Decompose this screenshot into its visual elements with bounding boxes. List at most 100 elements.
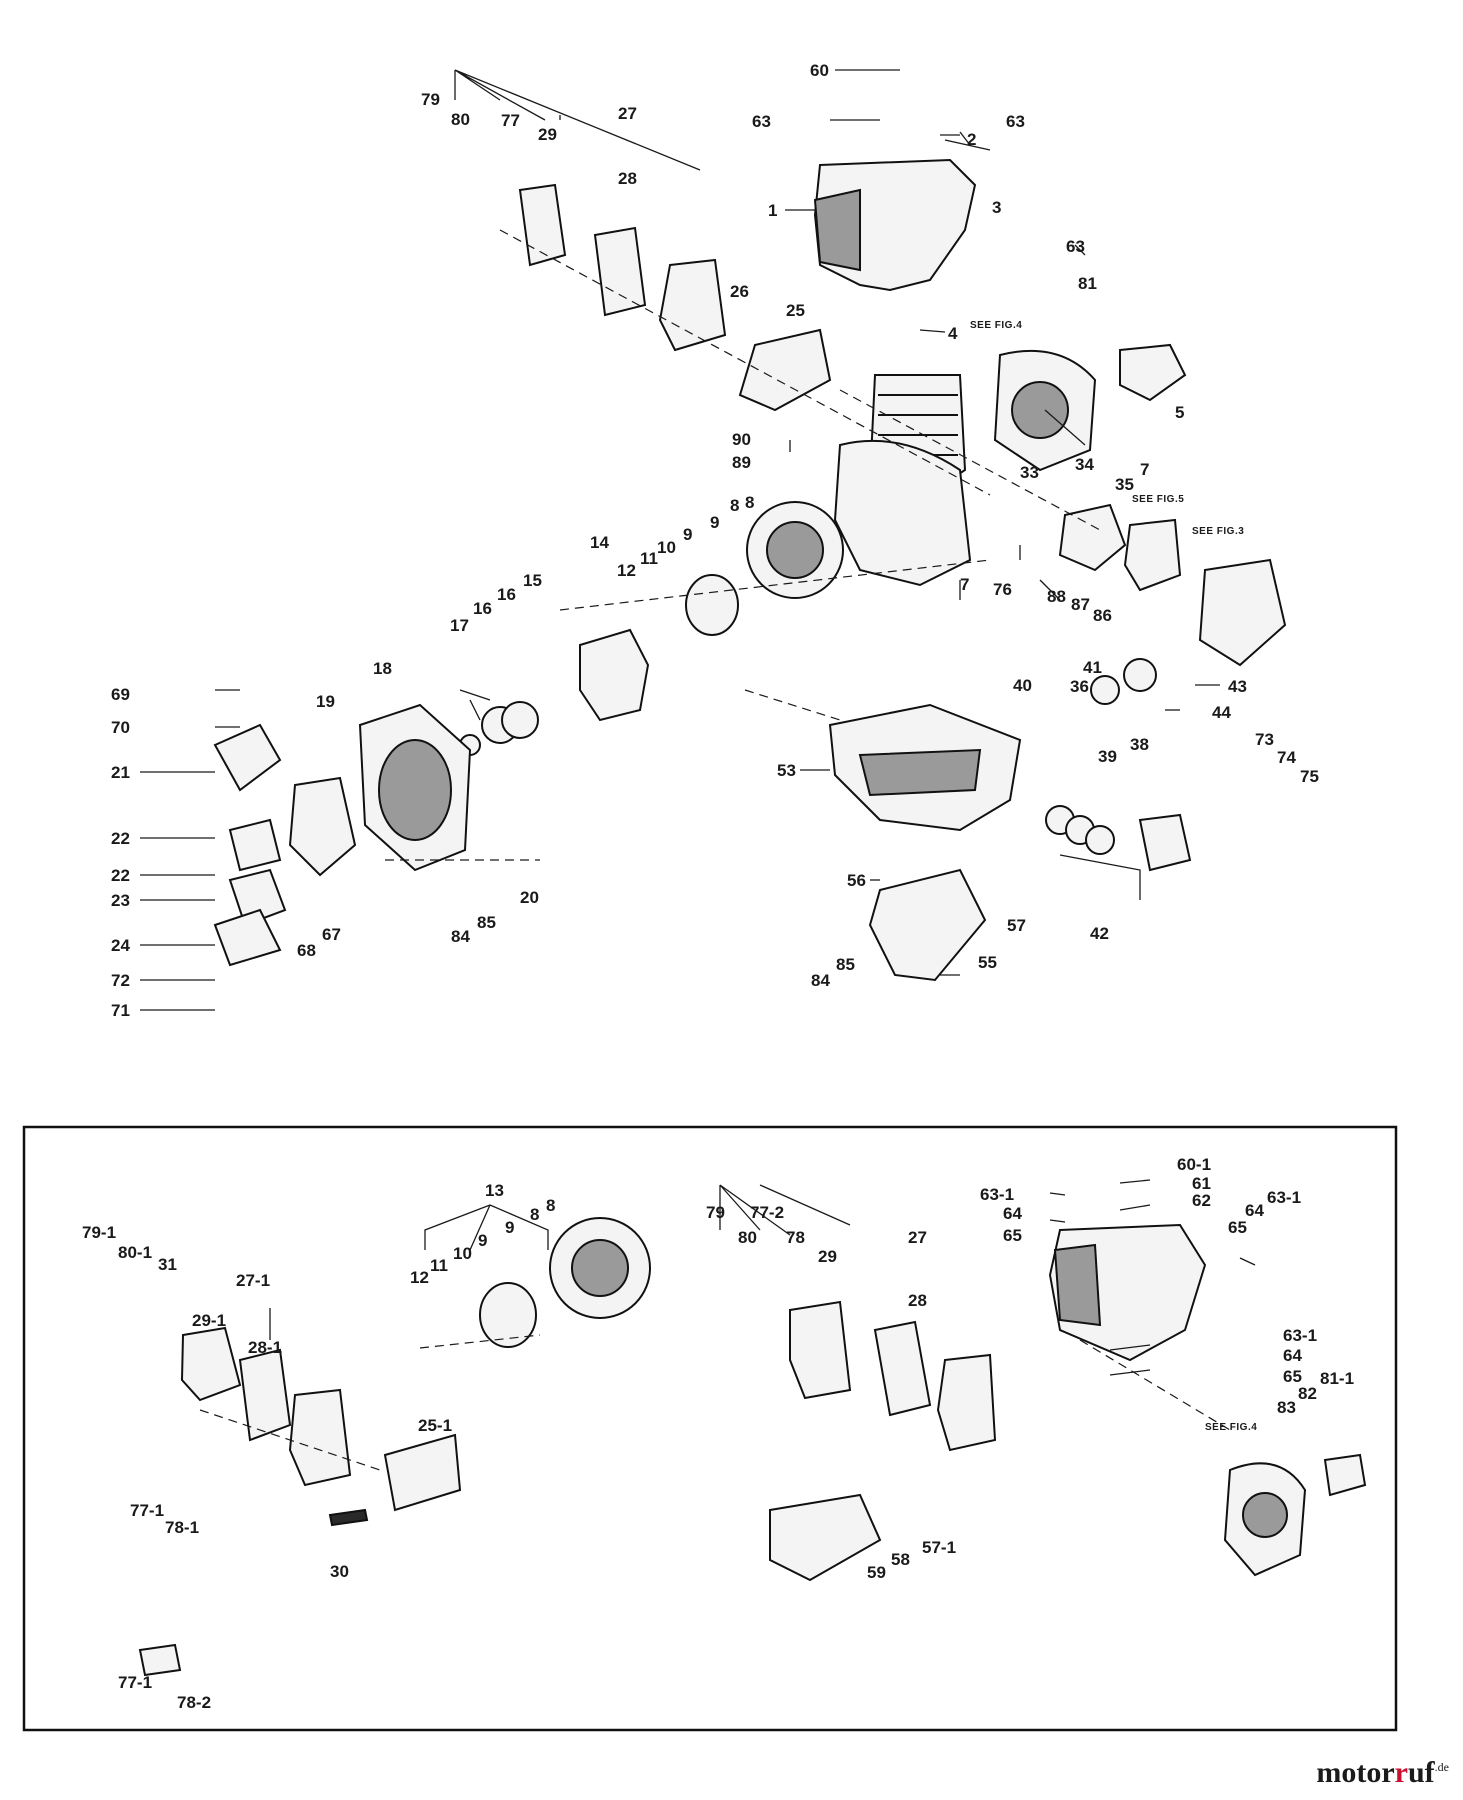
label-36: 36	[1070, 677, 1089, 696]
heat-shield-part	[738, 328, 832, 412]
inset-label-60-1: 60-1	[1177, 1155, 1211, 1174]
label-79: 79	[421, 90, 440, 109]
inset-see-fig4-label[interactable]: SEE FIG.4	[1205, 1422, 1257, 1433]
inset-part-labels: SEE FIG.4 13 12 11 10 9 9 8 8 79-1 80-1 …	[82, 1155, 1354, 1712]
inset-label-27: 27	[908, 1228, 927, 1247]
inset-label-77-1a: 77-1	[130, 1501, 164, 1520]
inset-label-62: 62	[1192, 1191, 1211, 1210]
label-63a: 63	[752, 112, 771, 131]
inset-label-78-2: 78-2	[177, 1693, 211, 1712]
see-fig5-label[interactable]: SEE FIG.5	[1132, 494, 1184, 505]
label-71: 71	[111, 1001, 130, 1020]
label-60: 60	[810, 61, 829, 80]
label-11: 11	[640, 549, 658, 568]
inset-label-61: 61	[1192, 1174, 1211, 1193]
label-42: 42	[1090, 924, 1109, 943]
label-17: 17	[450, 616, 469, 635]
inset-label-65c: 65	[1283, 1367, 1302, 1386]
inset-label-28: 28	[908, 1291, 927, 1310]
label-20: 20	[520, 888, 539, 907]
clutch-part	[685, 574, 739, 636]
inset-label-9b: 9	[505, 1218, 514, 1237]
inset-label-25-1: 25-1	[418, 1416, 452, 1435]
label-39: 39	[1098, 747, 1117, 766]
inset-label-78: 78	[786, 1228, 805, 1247]
label-24: 24	[111, 936, 130, 955]
label-86: 86	[1093, 606, 1112, 625]
label-34: 34	[1075, 455, 1094, 474]
label-68: 68	[297, 941, 316, 960]
see-fig3-label[interactable]: SEE FIG.3	[1192, 526, 1244, 537]
label-80: 80	[451, 110, 470, 129]
inset-label-11: 11	[430, 1256, 448, 1275]
label-7b: 7	[960, 575, 969, 594]
label-41: 41	[1083, 658, 1102, 677]
label-29: 29	[538, 125, 557, 144]
label-85b: 85	[836, 955, 855, 974]
inset-label-79: 79	[706, 1203, 725, 1222]
main-parts	[213, 158, 1287, 982]
label-3: 3	[992, 198, 1001, 217]
label-74: 74	[1277, 748, 1296, 767]
label-19: 19	[316, 692, 335, 711]
inset-label-63-1b: 63-1	[1267, 1188, 1301, 1207]
inset-label-28-1: 28-1	[248, 1338, 282, 1357]
label-27: 27	[618, 104, 637, 123]
inset-label-63-1a: 63-1	[980, 1185, 1014, 1204]
label-9b: 9	[683, 525, 692, 544]
inset-label-80-1: 80-1	[118, 1243, 152, 1262]
label-44: 44	[1212, 703, 1231, 722]
inset-label-30: 30	[330, 1562, 349, 1581]
label-33: 33	[1020, 463, 1039, 482]
inset-label-78-1: 78-1	[165, 1518, 199, 1537]
label-85a: 85	[477, 913, 496, 932]
label-16a: 16	[497, 585, 516, 604]
label-77: 77	[501, 111, 520, 130]
inset-label-12: 12	[410, 1268, 429, 1287]
inset-label-58: 58	[891, 1550, 910, 1569]
label-8b: 8	[745, 493, 754, 512]
main-part-labels: SEE FIG.4 SEE FIG.5 SEE FIG.3 1 2 3 4 5 …	[111, 61, 1319, 1020]
label-22a: 22	[111, 829, 130, 848]
label-26: 26	[730, 282, 749, 301]
label-2: 2	[967, 130, 976, 149]
tank-mount-part	[868, 868, 987, 982]
muffler-plate-part	[518, 183, 567, 267]
label-43: 43	[1228, 677, 1247, 696]
inset-label-9a: 9	[478, 1231, 487, 1250]
inset-label-64c: 64	[1283, 1346, 1302, 1365]
label-63c: 63	[1066, 237, 1085, 256]
label-72: 72	[111, 971, 130, 990]
see-fig4-label[interactable]: SEE FIG.4	[970, 320, 1022, 331]
label-56: 56	[847, 871, 866, 890]
label-89: 89	[732, 453, 751, 472]
label-5: 5	[1175, 403, 1184, 422]
inset-label-65b: 65	[1228, 1218, 1247, 1237]
inset-label-10: 10	[453, 1244, 472, 1263]
label-88: 88	[1047, 587, 1066, 606]
inset-assembly-lines	[199, 1334, 1231, 1471]
label-38: 38	[1130, 735, 1149, 754]
inset-label-29-1: 29-1	[192, 1311, 226, 1330]
label-1: 1	[768, 201, 777, 220]
label-69: 69	[111, 685, 130, 704]
label-10: 10	[657, 538, 676, 557]
inset-label-59: 59	[867, 1563, 886, 1582]
inset-label-64b: 64	[1245, 1201, 1264, 1220]
inset-label-83: 83	[1277, 1398, 1296, 1417]
inset-label-77-2: 77-2	[750, 1203, 784, 1222]
muffler-part	[658, 258, 727, 352]
label-15: 15	[523, 571, 542, 590]
inset-label-79-1: 79-1	[82, 1223, 116, 1242]
label-8a: 8	[730, 496, 739, 515]
clutch-drum-part	[579, 628, 650, 722]
label-84b: 84	[811, 971, 830, 990]
label-23: 23	[111, 891, 130, 910]
main-assembly-lines	[385, 229, 1101, 861]
label-22b: 22	[111, 866, 130, 885]
label-67: 67	[322, 925, 341, 944]
inset-label-64a: 64	[1003, 1204, 1022, 1223]
inset-label-13: 13	[485, 1181, 504, 1200]
label-7a: 7	[1140, 460, 1149, 479]
